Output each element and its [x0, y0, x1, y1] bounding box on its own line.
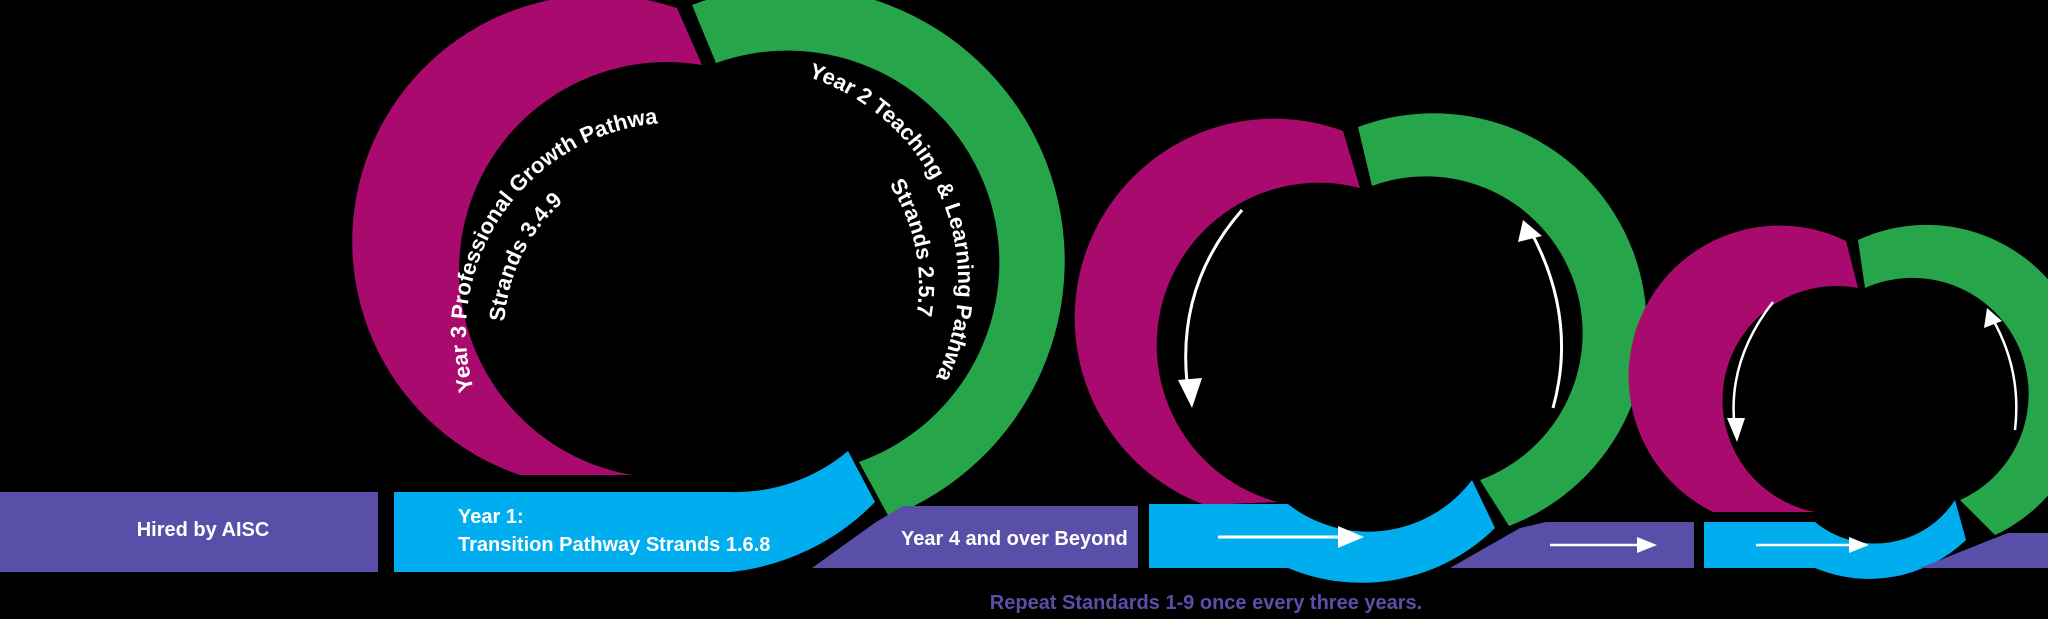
small-arrow-up-head — [1984, 308, 2002, 328]
year4-label: Year 4 and over Beyond — [901, 528, 1128, 550]
middle-magenta-arc — [1074, 118, 1360, 506]
small-cyan-bar — [1704, 500, 1966, 579]
year2-label-line2: Strands 2.5.7 — [885, 174, 939, 318]
hired-bar — [0, 492, 378, 572]
small-arrow-down-head — [1727, 418, 1745, 442]
purple-strip-3 — [1920, 533, 2048, 568]
small-arrow-right-head — [1849, 537, 1869, 553]
small-green-arc — [1858, 224, 2048, 535]
year1-label-line2: Transition Pathway Strands 1.6.8 — [458, 534, 770, 556]
hired-label: Hired by AISC — [137, 519, 270, 541]
middle-cyan-bar — [1149, 480, 1495, 583]
year2-arc-text-2: Strands 2.5.7 — [885, 174, 939, 318]
year2-arc — [692, 0, 1065, 517]
middle-green-arc — [1358, 113, 1647, 526]
year1-arc-bar — [394, 451, 875, 572]
small-arrow-down — [1732, 301, 1774, 431]
middle-arrow-up — [1528, 229, 1564, 409]
year4-bar — [812, 506, 1138, 568]
middle-arrow-up-head — [1518, 220, 1542, 242]
small-magenta-arc — [1628, 225, 1858, 512]
year1-label-line1: Year 1: — [458, 506, 524, 528]
middle-arrow-down — [1184, 209, 1244, 399]
middle-arrow-down-head — [1178, 378, 1202, 408]
footer-note: Repeat Standards 1-9 once every three ye… — [990, 592, 1422, 614]
year3-arc — [352, 0, 702, 475]
middle-arrow-right-head — [1338, 526, 1364, 548]
purple-strip-2-arrow-head — [1637, 537, 1657, 553]
small-arrow-up — [1990, 317, 2018, 431]
